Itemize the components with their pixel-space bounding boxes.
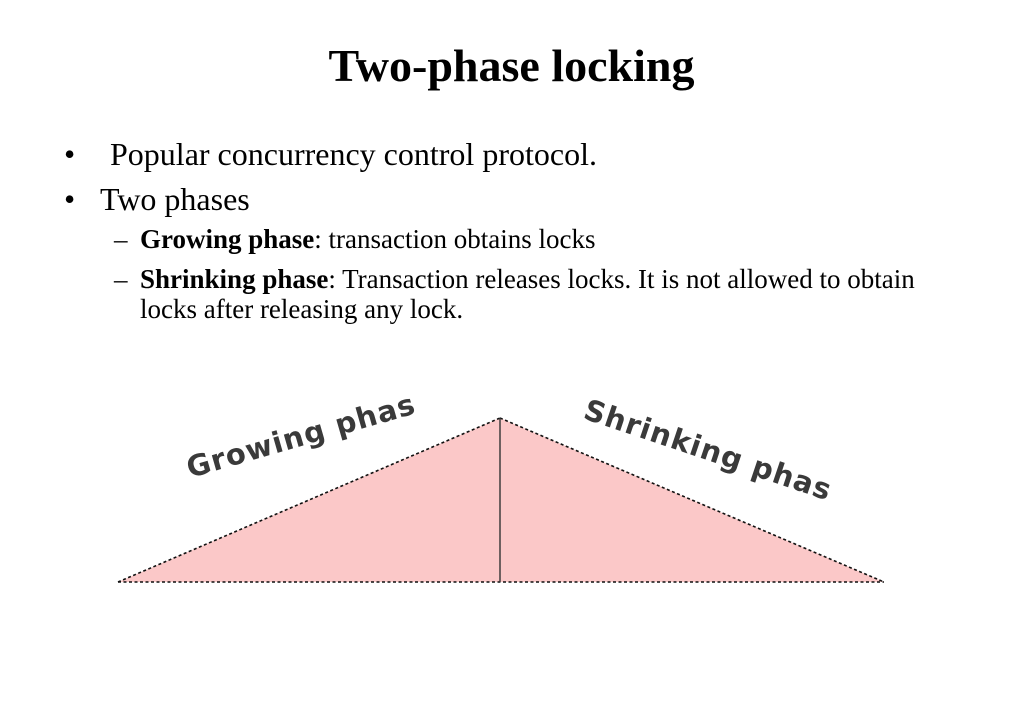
shrinking-phase-edge [499, 417, 885, 583]
definition-growing-phase: : transaction obtains locks [314, 224, 596, 254]
term-growing-phase: Growing phase [140, 224, 315, 254]
shrinking-phase-label: Shrinking phase [0, 0, 836, 507]
dash-marker: – [114, 264, 128, 294]
term-shrinking-phase: Shrinking phase [140, 264, 329, 294]
bullet-text: Popular concurrency control protocol. [110, 136, 597, 172]
growing-phase-label-text: Growing phase [0, 0, 418, 485]
slide-title: Two-phase locking [328, 40, 695, 91]
bullet-item-protocol: • Popular concurrency control protocol. [64, 134, 964, 174]
bullet-marker: • [64, 181, 76, 217]
sub-bullet-shrinking-phase: – Shrinking phase: Transaction releases … [64, 264, 964, 324]
dash-marker: – [114, 224, 128, 254]
growing-phase-label: Growing phase [0, 0, 419, 485]
bullet-item-two-phases: • Two phases [64, 179, 964, 219]
definition-shrinking-phase: : Transaction releases locks. It is not … [140, 264, 915, 324]
bullet-marker: • [64, 136, 76, 172]
lock-phase-area [118, 418, 884, 582]
sub-bullet-growing-phase: – Growing phase: transaction obtains loc… [64, 224, 964, 254]
shrinking-phase-label-text: Shrinking phase [0, 0, 836, 507]
bullet-text: Two phases [100, 181, 250, 217]
bullet-list: • Popular concurrency control protocol. … [64, 134, 964, 334]
